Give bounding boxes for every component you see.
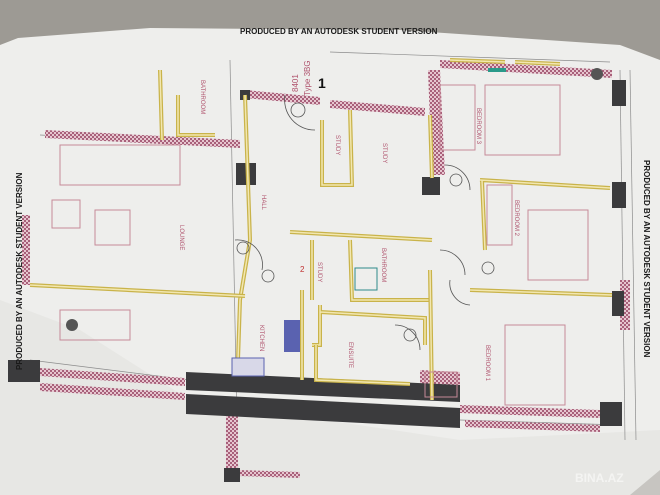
room-study-mid: STUDY — [381, 143, 387, 163]
room-bedroom-2: BEDROOM 2 — [513, 200, 519, 237]
marker-1: 1 — [318, 75, 326, 91]
unit-type: Type 3BG — [303, 60, 312, 96]
room-hall: HALL — [260, 195, 266, 211]
unit-number: 8401 — [291, 74, 300, 92]
sink — [284, 320, 300, 352]
room-bathroom-mid: BATHROOM — [380, 248, 386, 282]
wardrobe-2 — [486, 184, 513, 246]
coffee-table — [94, 209, 131, 246]
watermark-right: PRODUCED BY AN AUTODESK STUDENT VERSION — [642, 160, 651, 358]
room-study-top: STUDY — [334, 135, 340, 155]
screw-left — [66, 319, 78, 331]
wardrobe-3 — [439, 84, 476, 151]
room-bedroom-1: BEDROOM 1 — [484, 345, 490, 382]
room-lounge: LOUNGE — [178, 225, 184, 250]
shower — [354, 267, 378, 291]
bed-bedroom-3 — [484, 84, 561, 156]
paper-shadow — [0, 300, 660, 495]
screw-right — [591, 68, 603, 80]
timber-walls — [29, 58, 613, 401]
cooktop — [231, 357, 265, 377]
columns — [8, 80, 626, 482]
room-bedroom-3: BEDROOM 3 — [475, 108, 481, 145]
bed-bedroom-2 — [527, 209, 589, 281]
marker-2: 2 — [300, 265, 305, 274]
room-kitchen: KITCHEN — [258, 325, 264, 351]
room-study-small: STUDY — [316, 262, 322, 282]
vanity — [488, 68, 506, 72]
doors — [234, 94, 495, 351]
armchair — [51, 199, 81, 229]
furniture — [51, 68, 603, 406]
watermark-left: PRODUCED BY AN AUTODESK STUDENT VERSION — [15, 172, 24, 370]
site-watermark: BINA.AZ — [575, 471, 624, 485]
sofa — [59, 144, 181, 186]
wardrobe-1 — [424, 371, 458, 398]
bed-bedroom-1 — [504, 324, 566, 406]
room-ensuite: ENSUITE — [347, 342, 353, 368]
room-bathroom-top: BATHROOM — [199, 80, 205, 114]
dining-table — [59, 309, 131, 341]
watermark-top: PRODUCED BY AN AUTODESK STUDENT VERSION — [240, 27, 438, 36]
